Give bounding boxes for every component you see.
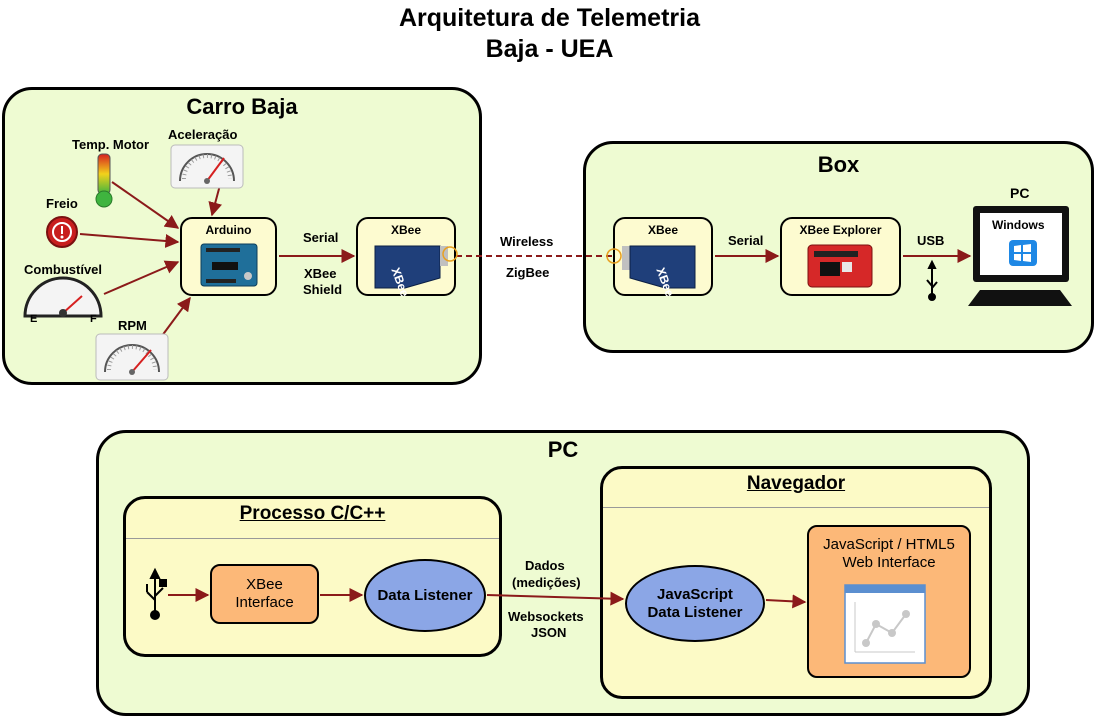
arrow-js-web (765, 594, 807, 609)
serial-box-label: Serial (728, 233, 764, 248)
usb-label: USB (917, 233, 945, 248)
xbee-interface-line1: XBee (246, 576, 283, 593)
diagram-title-line1: Arquitetura de Telemetria (398, 4, 700, 32)
arrow-acel (208, 184, 223, 217)
sensor-comb-label: Combustível (24, 262, 103, 277)
fuel-gauge-icon: E F (23, 276, 103, 325)
svg-text:F: F (90, 313, 97, 325)
arrow-comb (103, 260, 180, 295)
carro-baja-title: Carro Baja (186, 94, 298, 119)
js-data-listener-line1: JavaScript (657, 585, 733, 603)
diagram-title-line2: Baja - UEA (485, 35, 614, 63)
shield-label-line2: Shield (303, 282, 343, 297)
xbee-interface-line2: Interface (235, 594, 294, 611)
box-pc-label: PC (1010, 185, 1030, 201)
js-data-listener-line2: Data Listener (647, 603, 743, 621)
acceleration-gauge-icon (170, 144, 244, 189)
navegador-title: Navegador (746, 473, 846, 494)
rpm-gauge-icon (95, 333, 169, 381)
sensor-temp-label: Temp. Motor (72, 137, 150, 152)
usb-process-icon (146, 567, 167, 620)
arduino-label: Arduino (205, 223, 252, 237)
shield-label-line1: XBee (304, 266, 337, 281)
xbee-box-module-icon: XBee (606, 245, 696, 299)
chart-window-icon (844, 584, 926, 664)
processo-title: Processo C/C++ (239, 503, 386, 524)
sensor-rpm-label: RPM (118, 318, 147, 333)
thermometer-icon (95, 153, 113, 208)
usb-icon (926, 259, 938, 301)
web-interface-line2: Web Interface (842, 554, 936, 571)
processo-divider (126, 538, 499, 539)
arrow-temp (111, 181, 180, 229)
web-interface-line1: JavaScript / HTML5 (823, 536, 955, 553)
zigbee-label: ZigBee (506, 265, 550, 280)
xbee-car-label: XBee (390, 223, 422, 237)
dados-line3: Websockets (508, 609, 584, 624)
brake-icon (46, 216, 78, 248)
wireless-label: Wireless (500, 234, 554, 249)
data-listener-label: Data Listener (377, 586, 473, 604)
box-title: Box (817, 152, 860, 177)
dados-line1: Dados (525, 558, 565, 573)
sensor-acel-label: Aceleração (168, 127, 238, 142)
arrow-listener-js (486, 591, 625, 606)
xbee-box-label: XBee (647, 223, 679, 237)
xbee-car-module-icon: XBee (374, 245, 458, 299)
dados-line4: JSON (531, 625, 567, 640)
arrow-freio (79, 233, 180, 248)
navegador-divider (603, 507, 989, 508)
windows-label: Windows (992, 218, 1045, 232)
serial-car-label: Serial (303, 230, 339, 245)
data-listener-ellipse: Data Listener (364, 559, 486, 632)
sensor-freio-label: Freio (46, 196, 78, 211)
svg-text:E: E (30, 313, 37, 325)
xbee-explorer-label: XBee Explorer (799, 223, 882, 237)
pc-title: PC (547, 437, 579, 462)
arduino-board-icon (200, 243, 258, 287)
pc-monitor-icon (968, 206, 1072, 306)
xbee-explorer-board-icon (807, 244, 873, 288)
dados-line2: (medições) (512, 575, 581, 590)
